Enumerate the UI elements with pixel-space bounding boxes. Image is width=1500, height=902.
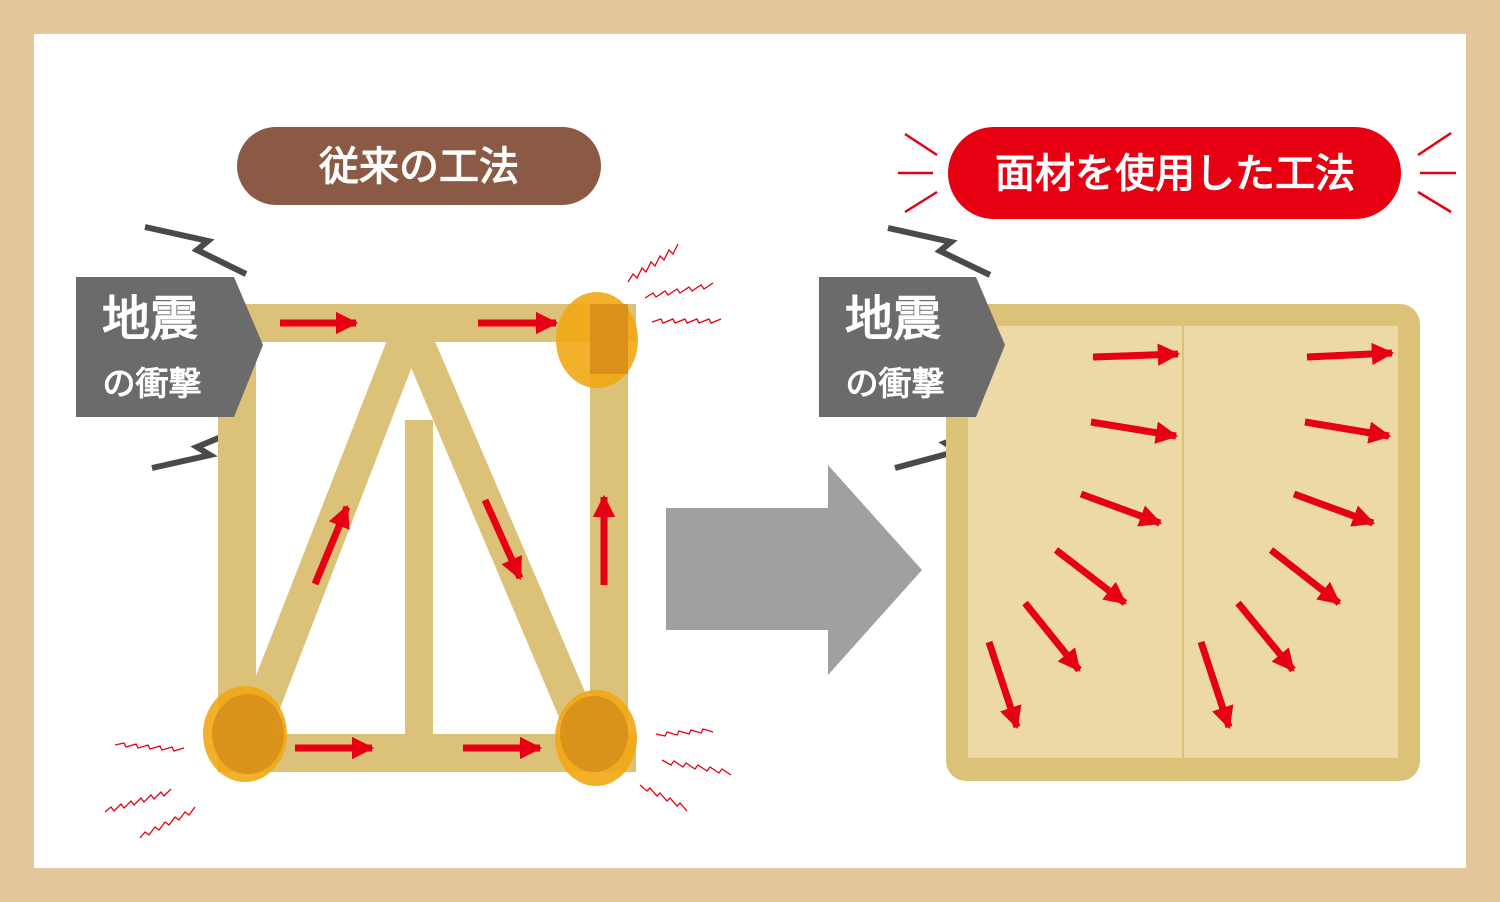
right-title-pill: 面材を使用した工法 [948,127,1401,219]
center-post [405,420,433,750]
right-impact-line2: の衝撃 [846,364,945,403]
diagonal-brace-left [225,325,428,755]
lightning-top-icon [887,225,992,278]
arrow [1197,640,1234,730]
left-impact-tag: 地震 の衝撃 [76,277,263,417]
left-impact-line1: 地震 [102,291,198,347]
right-title: 面材を使用した工法 [995,151,1355,197]
arrow [1079,490,1163,527]
arrow [985,640,1022,730]
panel-frame [946,304,1420,781]
right-emphasis-lines [898,131,1456,214]
vibration-lines [104,243,732,839]
left-title-pill: 従来の工法 [237,127,601,205]
left-force-arrows [280,311,616,760]
arrow [1268,547,1342,606]
arrow [311,504,351,586]
arrow [1306,342,1395,366]
arrow [1092,343,1181,366]
arrow [481,498,524,581]
left-impact-line2: の衝撃 [103,364,202,403]
stress-joints [203,292,638,786]
arrow [1292,490,1376,527]
transition-arrow-icon [666,465,922,675]
left-title: 従来の工法 [318,144,519,190]
arrow [1304,418,1392,444]
arrow [1022,600,1082,673]
lightning-top-icon [144,224,248,277]
arrow [1053,547,1128,606]
right-impact-line1: 地震 [845,291,941,347]
right-force-arrows [985,342,1395,730]
arrow [1235,600,1296,673]
arrow [1090,418,1179,444]
right-impact-tag: 地震 の衝撃 [819,277,1005,417]
